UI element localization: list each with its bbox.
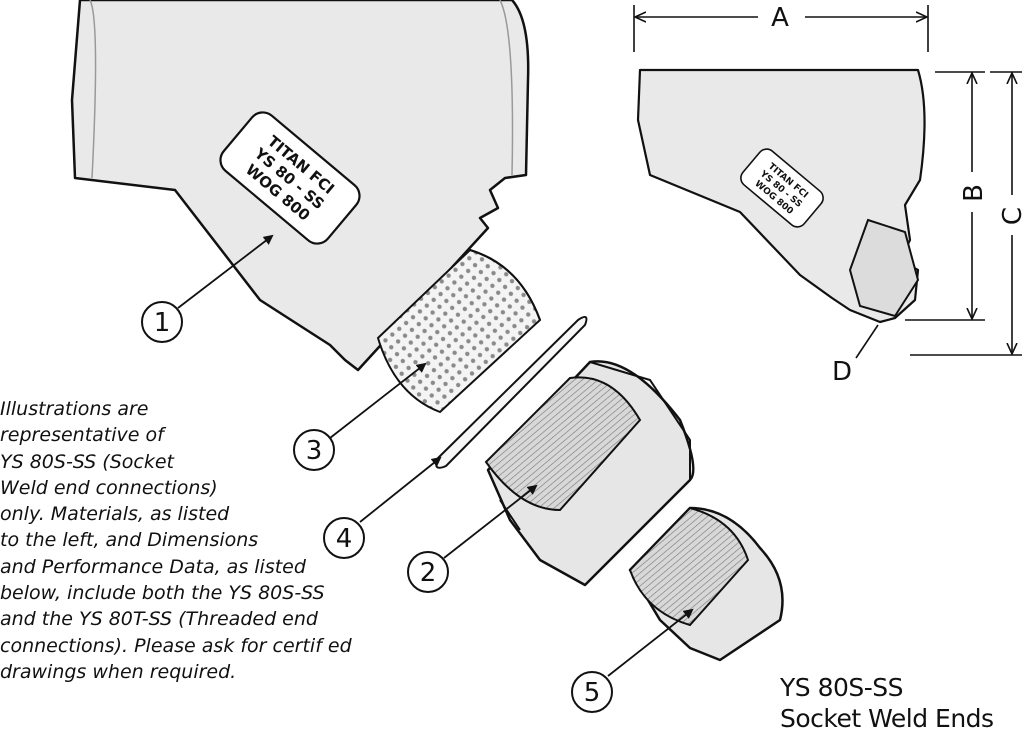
dimension-c: C bbox=[910, 71, 1024, 356]
note-line: to the left, and Dimensions bbox=[0, 529, 259, 552]
callout-1: 1 bbox=[141, 234, 274, 343]
dimension-a: A bbox=[633, 3, 929, 52]
dimension-b: B bbox=[905, 71, 989, 321]
dimension-a-label: A bbox=[771, 3, 789, 33]
note-line: and the YS 80T-SS (Threaded end bbox=[0, 608, 318, 631]
illustration-note: Illustrations are representative of YS 8… bbox=[0, 396, 370, 685]
callout-3-number: 3 bbox=[306, 436, 323, 466]
note-line: representative of bbox=[0, 424, 164, 447]
note-line: drawings when required. bbox=[0, 660, 237, 683]
note-line: only. Materials, as listed bbox=[0, 503, 230, 526]
callout-1-number: 1 bbox=[154, 308, 171, 338]
dimension-d: D bbox=[832, 324, 879, 387]
callout-4-number: 4 bbox=[336, 524, 353, 554]
callout-5: 5 bbox=[571, 608, 694, 713]
callout-4: 4 bbox=[323, 456, 442, 559]
model-label: YS 80S-SS Socket Weld Ends bbox=[780, 672, 994, 734]
note-line: Weld end connections) bbox=[0, 476, 218, 499]
callout-2-number: 2 bbox=[420, 558, 437, 588]
note-line: Illustrations are bbox=[0, 398, 149, 420]
model-name: YS 80S-SS bbox=[780, 673, 904, 702]
callout-2: 2 bbox=[407, 484, 538, 593]
cap bbox=[484, 360, 695, 587]
model-description: Socket Weld Ends bbox=[780, 704, 994, 733]
dimension-c-label: C bbox=[998, 207, 1024, 225]
dimension-b-label: B bbox=[959, 184, 989, 202]
callout-5-number: 5 bbox=[584, 678, 601, 708]
note-line: and Performance Data, as listed bbox=[0, 555, 306, 578]
note-line: below, include both the YS 80S-SS bbox=[0, 582, 325, 605]
callout-3: 3 bbox=[293, 362, 427, 471]
dimension-d-label: D bbox=[832, 357, 852, 387]
plug bbox=[628, 506, 784, 662]
note-line: connections). Please ask for certif ed bbox=[0, 634, 352, 657]
note-line: YS 80S-SS (Socket bbox=[0, 450, 174, 473]
